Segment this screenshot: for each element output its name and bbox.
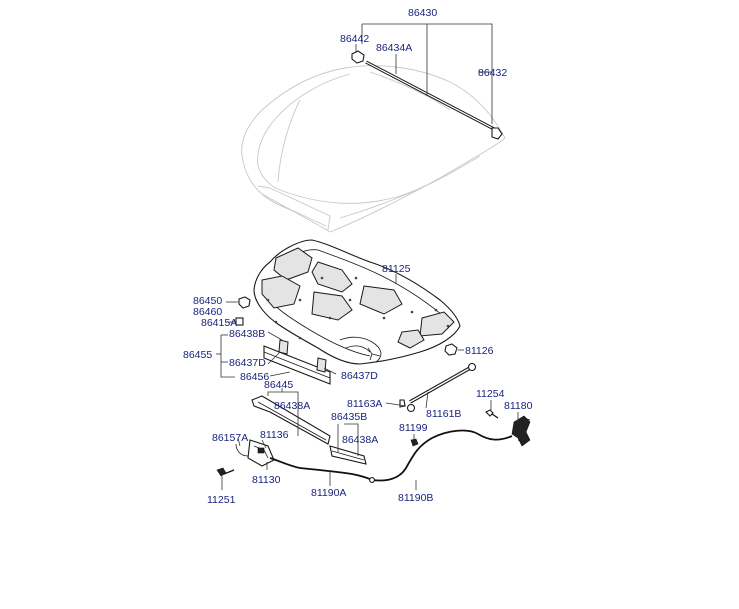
label-81163A: 81163A [347, 398, 382, 410]
lower-bracket-86445 [251, 395, 331, 445]
release-cable-81190B [369, 429, 513, 483]
label-86157A: 86157A [212, 432, 248, 444]
label-81161B: 81161B [426, 408, 461, 420]
bumper-86437D-right [316, 357, 327, 373]
label-81199: 81199 [399, 422, 428, 434]
release-cable-81190A [269, 457, 373, 481]
label-86456: 86456 [240, 371, 269, 383]
grommet-81163A [406, 403, 416, 413]
label-86450: 86450 [193, 295, 222, 307]
label-11251: 11251 [207, 494, 236, 506]
label-81126: 81126 [465, 345, 494, 357]
label-86460: 86460 [193, 306, 222, 318]
clip-86157A [235, 443, 249, 457]
part-labels: 86430 86442 86434A 86432 81125 86450 864… [183, 7, 533, 506]
hood-front-bracket-86455 [263, 339, 331, 385]
label-86430: 86430 [408, 7, 437, 19]
label-86415A: 86415A [201, 317, 237, 329]
bumper-86437D-left [278, 339, 289, 355]
leader-lines [216, 23, 519, 490]
label-86437D-left: 86437D [229, 357, 266, 369]
label-81136: 81136 [260, 429, 289, 441]
label-86438A-top: 86438A [274, 400, 310, 412]
label-86442: 86442 [340, 33, 369, 45]
label-86432: 86432 [478, 67, 507, 79]
hood-panel [241, 65, 506, 233]
hood-seal-strip [351, 50, 503, 140]
lower-bracket-86435B [329, 445, 367, 465]
label-86438B: 86438B [229, 328, 265, 340]
bolt-81199 [410, 438, 419, 447]
bolt-11251 [216, 467, 235, 477]
clip-86415A [235, 317, 244, 326]
label-81130: 81130 [252, 474, 281, 486]
clip-81126 [444, 343, 458, 356]
hood-latch-81130 [235, 439, 275, 467]
label-86435B: 86435B [331, 411, 367, 423]
label-86434A: 86434A [376, 42, 412, 54]
release-handle-81180 [511, 415, 531, 447]
fasteners [235, 296, 458, 356]
clip-86442 [351, 50, 365, 64]
label-86438A-right: 86438A [342, 434, 378, 446]
screw-11254 [485, 409, 499, 419]
label-81125: 81125 [382, 263, 411, 275]
label-81180: 81180 [504, 400, 533, 412]
label-86445: 86445 [264, 379, 293, 391]
hood-insulator-81125 [253, 239, 461, 365]
label-86455: 86455 [183, 349, 212, 361]
clip-86450 [238, 296, 251, 309]
label-86437D-right: 86437D [341, 370, 378, 382]
hood-stay-rod-81161B [399, 362, 477, 413]
clip-86432 [491, 127, 503, 140]
label-81190A: 81190A [311, 487, 346, 499]
label-11254: 11254 [476, 388, 505, 400]
label-81190B: 81190B [398, 492, 433, 504]
